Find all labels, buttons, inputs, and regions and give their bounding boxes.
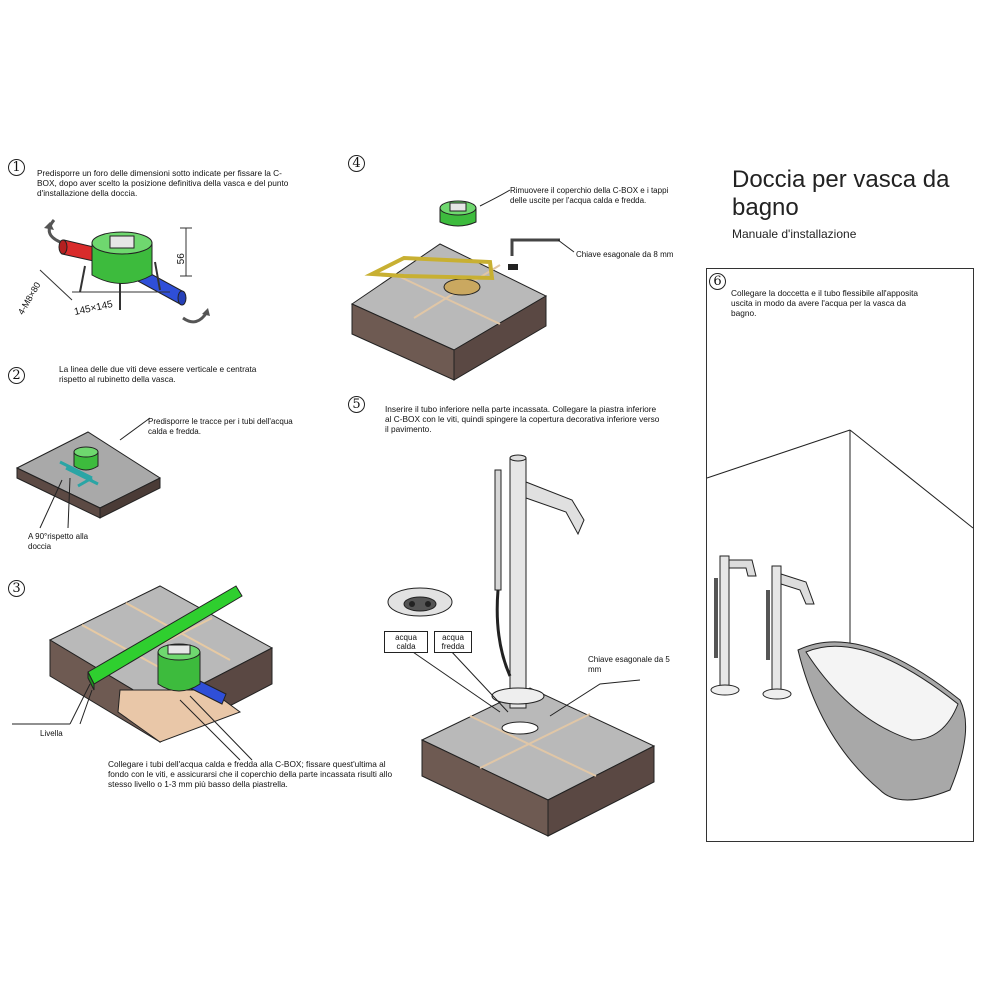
step-5-caption: Inserire il tubo inferiore nella parte i… — [385, 404, 660, 434]
page-subtitle: Manuale d'installazione — [732, 227, 857, 241]
step-1-caption: Predisporre un foro delle dimensioni sot… — [37, 168, 289, 198]
step-5-number: 5 — [348, 396, 365, 413]
label-hot-water: acqua calda — [384, 631, 428, 653]
step-2-number: 2 — [8, 367, 25, 384]
step-1-number: 1 — [8, 159, 25, 176]
step-3-caption: Collegare i tubi dell'acqua calda e fred… — [108, 759, 393, 789]
callout-pipes: Predisporre le tracce per i tubi dell'ac… — [148, 417, 293, 436]
label-cold-water: acqua fredda — [434, 631, 472, 653]
step-6-number: 6 — [709, 273, 726, 290]
step-4-callout-key: Chiave esagonale da 8 mm — [576, 250, 674, 259]
step-2-caption: La linea delle due viti deve essere vert… — [59, 364, 257, 384]
callout-level: Livella — [40, 729, 63, 738]
step-6-caption: Collegare la doccetta e il tubo flessibi… — [731, 288, 918, 318]
step-5-callout-key: Chiave esagonale da 5 mm — [588, 655, 670, 674]
step-4-caption: Rimuovere il coperchio della C-BOX e i t… — [510, 186, 669, 205]
callout-angle: A 90°rispetto alla doccia — [28, 532, 89, 551]
step-6-panel — [706, 268, 974, 842]
step-3-number: 3 — [8, 580, 25, 597]
step-4-number: 4 — [348, 155, 365, 172]
page-title: Doccia per vasca da bagno — [732, 166, 950, 221]
